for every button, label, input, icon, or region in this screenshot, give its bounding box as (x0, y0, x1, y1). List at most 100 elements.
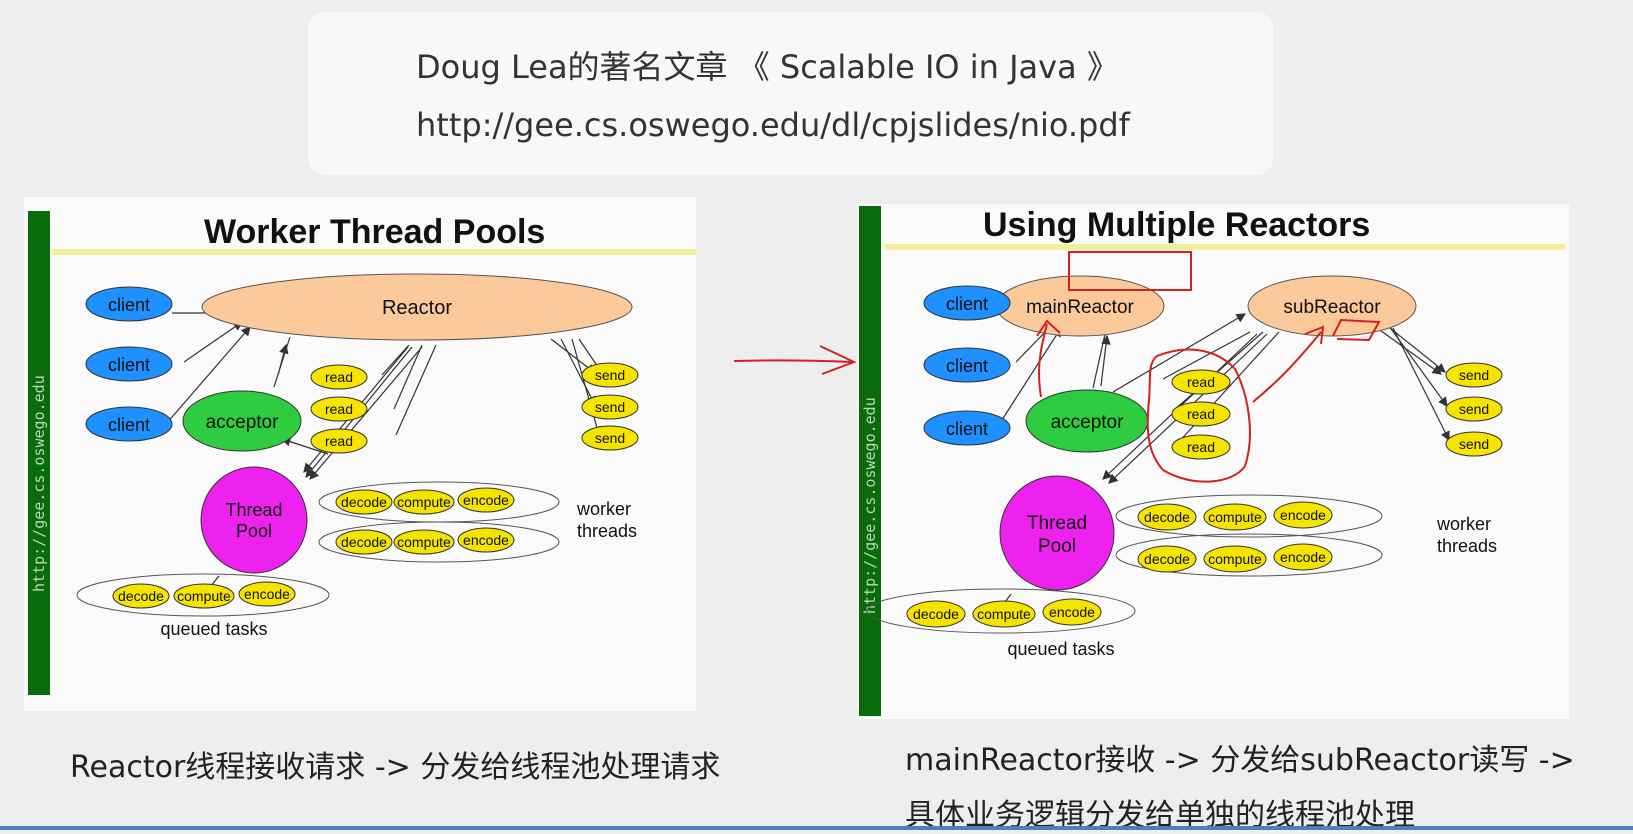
article-title: Doug Lea的著名文章 《 Scalable IO in Java 》 (416, 48, 1119, 86)
client-node (923, 285, 1011, 321)
diagram-title: Using Multiple Reactors (983, 206, 1370, 244)
send-node (581, 362, 639, 388)
title-underline (52, 249, 696, 255)
task-node (173, 583, 235, 609)
client-label: client (946, 294, 988, 314)
client-label: client (946, 419, 988, 439)
task-label: compute (1208, 551, 1262, 567)
client-label: client (946, 356, 988, 376)
reactor-node (201, 273, 633, 341)
task-node (393, 489, 455, 515)
send-node (581, 425, 639, 451)
right-caption-line1: mainReactor接收 -> 分发给subReactor读写 -> (905, 743, 1575, 778)
worker-threads-label: threads (1437, 536, 1497, 556)
left-caption: Reactor线程接收请求 -> 分发给线程池处理请求 (70, 750, 721, 785)
worker-threads-label: worker (576, 499, 631, 519)
read-node (1171, 434, 1231, 460)
title-underline (885, 244, 1565, 250)
task-label: decode (118, 588, 164, 604)
task-label: encode (1280, 549, 1326, 565)
send-label: send (595, 367, 625, 383)
worker-thread-pools-diagram: http://gee.cs.oswego.edu Worker Thread P… (24, 197, 696, 711)
highlight-box (1068, 251, 1192, 291)
task-label: compute (177, 588, 231, 604)
task-label: encode (1280, 507, 1326, 523)
worker-thread-group (1115, 494, 1383, 538)
task-node (457, 527, 515, 553)
read-label: read (1187, 406, 1215, 422)
client-label: client (108, 355, 150, 375)
queued-tasks-group (866, 588, 1136, 634)
send-label: send (595, 399, 625, 415)
read-node (1171, 401, 1231, 427)
red-annotations (1036, 251, 1381, 483)
annotation-arrow (1038, 323, 1048, 398)
annotation-arrow (1252, 331, 1322, 403)
send-label: send (1459, 436, 1489, 452)
client-label: client (108, 415, 150, 435)
task-label: encode (244, 586, 290, 602)
send-node (1445, 396, 1503, 422)
read-node (310, 396, 368, 422)
side-url: http://gee.cs.oswego.edu (30, 375, 48, 592)
worker-thread-group (1115, 533, 1383, 577)
read-label: read (1187, 439, 1215, 455)
task-label: encode (463, 492, 509, 508)
send-node (581, 394, 639, 420)
task-node (335, 529, 393, 555)
client-node (923, 410, 1011, 446)
annotation-arrow (1036, 319, 1061, 337)
thread-pool-label: Pool (1038, 536, 1076, 557)
task-node (1273, 501, 1333, 529)
send-label: send (1459, 367, 1489, 383)
transition-arrow-icon (733, 345, 857, 375)
task-label: decode (341, 534, 387, 550)
task-node (1042, 598, 1102, 626)
task-label: compute (977, 606, 1031, 622)
read-label: read (1187, 374, 1215, 390)
client-node (85, 346, 173, 382)
task-label: decode (1144, 509, 1190, 525)
task-node (238, 581, 296, 607)
task-label: decode (1144, 551, 1190, 567)
task-node (112, 583, 170, 609)
send-label: send (1459, 401, 1489, 417)
thread-pool-label: Thread (1027, 513, 1087, 534)
header-card: Doug Lea的著名文章 《 Scalable IO in Java 》 ht… (308, 12, 1273, 175)
task-node (1273, 543, 1333, 571)
task-node (1203, 503, 1267, 531)
task-node (393, 529, 455, 555)
main-reactor-label: mainReactor (1026, 297, 1134, 318)
send-label: send (595, 430, 625, 446)
send-node (1445, 362, 1503, 388)
acceptor-label: acceptor (1051, 412, 1125, 433)
queued-tasks-label: queued tasks (1007, 639, 1114, 659)
task-label: compute (397, 494, 451, 510)
queued-tasks-group (76, 573, 330, 617)
task-label: encode (1049, 604, 1095, 620)
read-node (310, 428, 368, 454)
annotation-arrow (1304, 325, 1325, 345)
client-node (85, 286, 173, 322)
task-node (1137, 545, 1197, 573)
task-node (457, 487, 515, 513)
task-label: encode (463, 532, 509, 548)
task-label: decode (341, 494, 387, 510)
acceptor-label: acceptor (206, 412, 280, 433)
task-node (1203, 545, 1267, 573)
read-label: read (325, 401, 353, 417)
bottom-bar (0, 826, 1633, 830)
side-bar (859, 206, 881, 716)
worker-threads-label: threads (577, 521, 637, 541)
task-node (906, 600, 966, 628)
read-node (1171, 369, 1231, 395)
client-node (85, 406, 173, 442)
client-label: client (108, 295, 150, 315)
task-label: decode (913, 606, 959, 622)
multiple-reactors-diagram: http://gee.cs.oswego.edu Using Multiple … (857, 204, 1569, 719)
thread-pool-label: Pool (236, 521, 272, 541)
task-node (335, 489, 393, 515)
sub-reactor-label: subReactor (1283, 297, 1381, 318)
thread-pool-node (999, 475, 1115, 591)
acceptor-node (182, 390, 302, 452)
